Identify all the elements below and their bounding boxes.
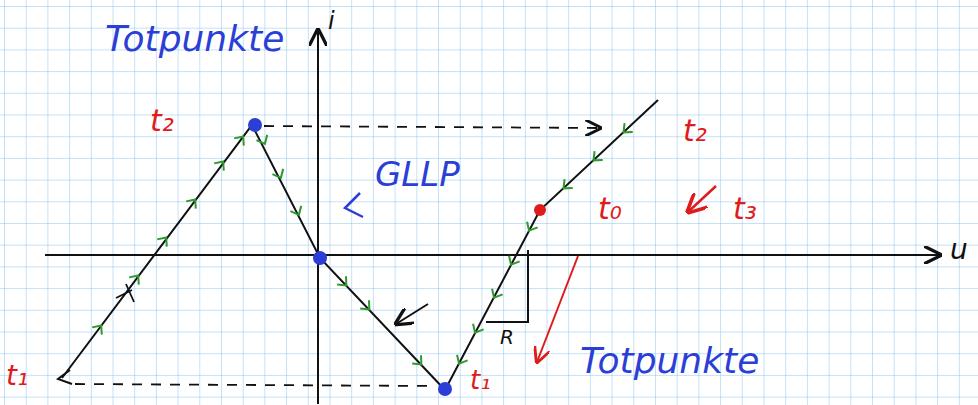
operating-point-label: GLLP [375,155,460,194]
u-axis [45,254,940,256]
characteristic-curve [62,100,658,390]
operating-point-dot [313,251,327,265]
pointer-arrow [345,193,363,217]
resistance-label: R [500,326,514,349]
direction-chevrons [92,123,633,368]
time-label: t₂ [683,114,707,149]
time-label: t₁ [6,360,28,392]
time-label: t₃ [733,192,757,227]
red-arrow [688,186,716,212]
time-label: t₀ [598,192,622,227]
dead-point-dot [248,118,262,132]
axis-label: u [950,234,968,266]
axis-label: i [328,8,335,36]
dead-point-label: Totpunkte [105,18,284,59]
slope-triangle [486,250,528,322]
i-axis [317,30,319,404]
curve-arrowhead [58,370,72,384]
time-label: t₂ [150,104,174,139]
crossing-mark [116,284,134,302]
dashed-guide [264,126,600,128]
dead-point-label: Totpunkte [580,340,759,381]
red-arrow [537,256,578,362]
direction-arrow [396,304,428,324]
start-point-dot [534,204,546,216]
dashed-guide [75,384,435,386]
time-label: t₁ [470,366,491,396]
dead-point-dot [438,382,452,396]
